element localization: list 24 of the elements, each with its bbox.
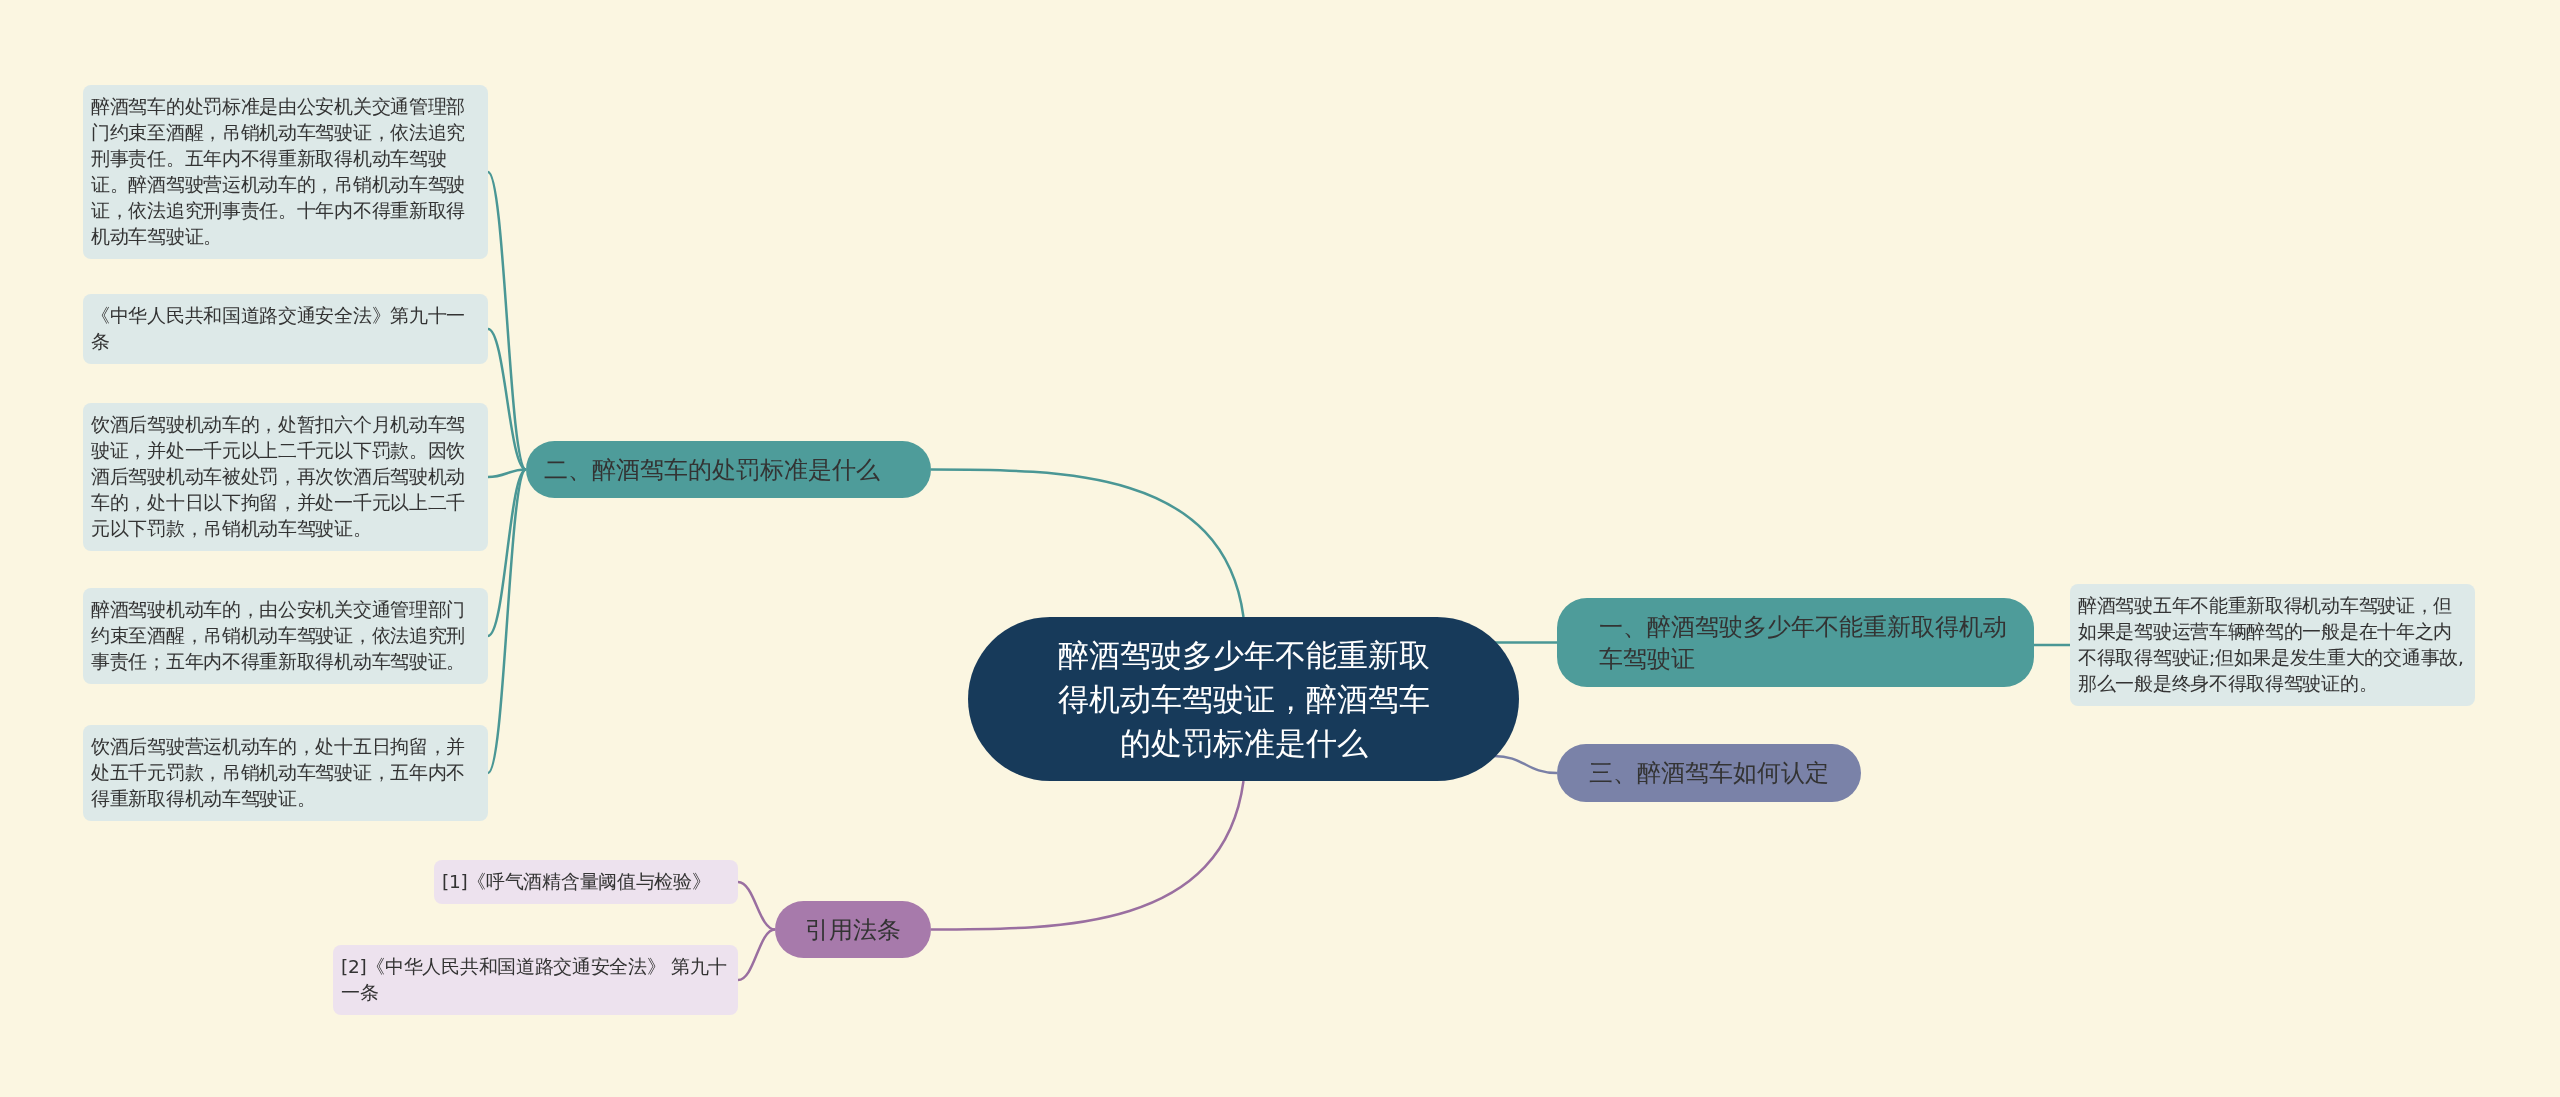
branch-pill: 引用法条 bbox=[775, 901, 931, 958]
branch-pill: 一、醉酒驾驶多少年不能重新取得机动车驾驶证 bbox=[1557, 598, 2034, 687]
connector bbox=[737, 928, 776, 982]
connector bbox=[737, 880, 776, 931]
note-card: 饮酒后驾驶机动车的，处暂扣六个月机动车驾驶证，并处一千元以上二千元以下罚款。因饮酒后驾驶机动车被处罚，再次饮酒后驾驶机动车的，处十日以下拘留，并处一千元以上二千元以下罚款，吊销机动车驾驶证。 bbox=[83, 403, 488, 551]
connector bbox=[487, 327, 527, 471]
connector bbox=[487, 468, 527, 637]
connector bbox=[2034, 643, 2070, 647]
note-card: 醉酒驾车的处罚标准是由公安机关交通管理部门约束至酒醒，吊销机动车驾驶证，依法追究刑事责任。五年内不得重新取得机动车驾驶证。醉酒驾驶营运机动车的，吊销机动车驾驶证，依法追究刑事责任。十年内不得重新取得机动车驾驶证。 bbox=[83, 85, 488, 259]
branch-pill: 三、醉酒驾车如何认定 bbox=[1557, 744, 1861, 802]
connector bbox=[1494, 641, 1557, 644]
topic-pill: 醉酒驾驶多少年不能重新取得机动车驾驶证，醉酒驾车的处罚标准是什么 bbox=[968, 617, 1519, 781]
reference-card: [2]《中华人民共和国道路交通安全法》 第九十一条 bbox=[333, 945, 738, 1015]
connector bbox=[486, 468, 528, 774]
connector bbox=[931, 468, 1245, 618]
note-card: 醉酒驾驶五年不能重新取得机动车驾驶证，但如果是驾驶运营车辆醉驾的一般是在十年之内不得取得驾驶证;但如果是发生重大的交通事故,那么一般是终身不得取得驾驶证的。 bbox=[2070, 584, 2475, 706]
connector bbox=[1493, 754, 1558, 775]
branch-pill: 二、醉酒驾车的处罚标准是什么 bbox=[526, 441, 931, 498]
connector bbox=[931, 780, 1245, 931]
note-card: 《中华人民共和国道路交通安全法》第九十一条 bbox=[83, 294, 488, 364]
reference-card: [1]《呼气酒精含量阈值与检验》 bbox=[434, 860, 738, 904]
note-card: 饮酒后驾驶营运机动车的，处十五日拘留，并处五千元罚款，吊销机动车驾驶证，五年内不得重新取得机动车驾驶证。 bbox=[83, 725, 488, 821]
note-card: 醉酒驾驶机动车的，由公安机关交通管理部门约束至酒醒，吊销机动车驾驶证，依法追究刑事责任；五年内不得重新取得机动车驾驶证。 bbox=[83, 588, 488, 684]
connector bbox=[486, 171, 528, 471]
